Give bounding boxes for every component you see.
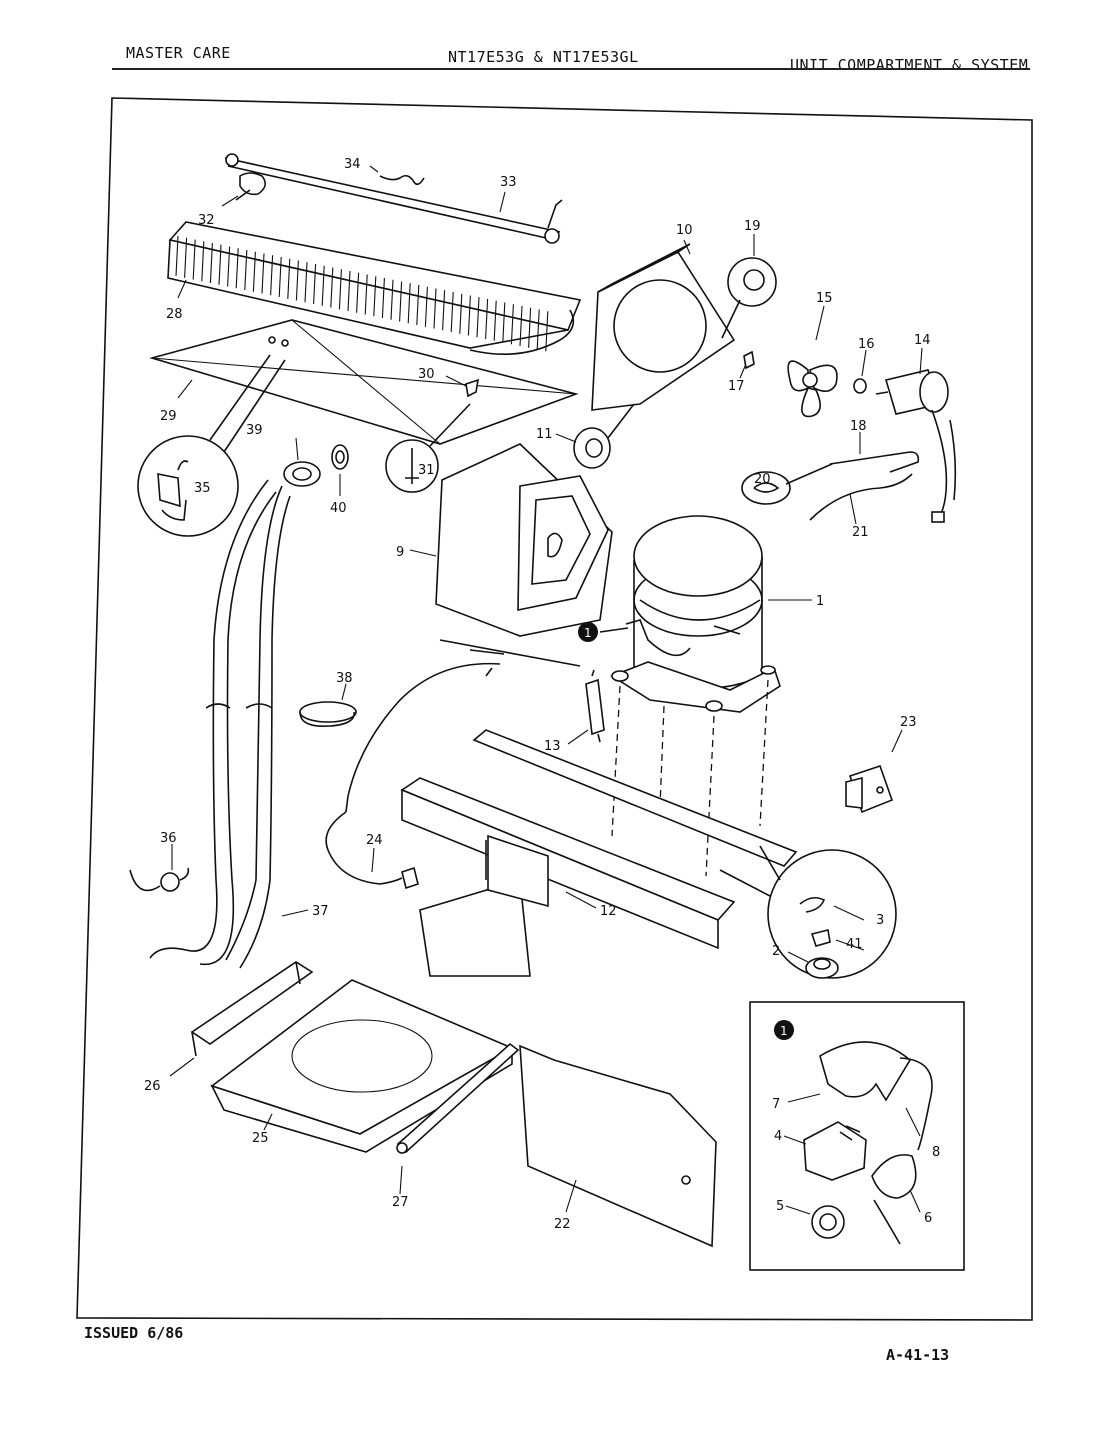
- header-brand: MASTER CARE: [126, 44, 231, 62]
- callout-22: 22: [554, 1217, 571, 1232]
- part-26-pan-bracket: [190, 961, 314, 1057]
- inset-35-terminal: [137, 354, 286, 537]
- header-rule: [112, 68, 1030, 70]
- callout-21: 21: [852, 525, 869, 540]
- part-1-compressor: [610, 515, 781, 713]
- callout-10: 10: [676, 223, 693, 238]
- part-14-fan-motor: [875, 369, 957, 523]
- part-40-grommet: [331, 444, 349, 470]
- callout-37: 37: [312, 904, 329, 919]
- callout-33: 33: [500, 175, 517, 190]
- callout-20: 20: [754, 472, 771, 487]
- callout-36: 36: [160, 831, 177, 846]
- part-37-hoses: [149, 479, 291, 969]
- part-21-cord: [809, 473, 913, 521]
- part-27-rail: [396, 1042, 520, 1154]
- header-model: NT17E53G & NT17E53GL: [448, 48, 639, 66]
- callout-25: 25: [252, 1131, 269, 1146]
- part-34-wire: [379, 174, 425, 186]
- inset-20-clip: [741, 463, 833, 505]
- part-10-shroud: [591, 243, 736, 411]
- svg-text:1: 1: [780, 1024, 788, 1038]
- part-13-drier: [585, 669, 605, 743]
- part-12-base-frame: [400, 729, 798, 977]
- callout-19: 19: [744, 219, 761, 234]
- part-32-clip: [235, 172, 266, 201]
- callout-38: 38: [336, 671, 353, 686]
- part-28-condenser: [167, 221, 582, 355]
- callout-23: 23: [900, 715, 917, 730]
- part-24-power-cord: [325, 811, 419, 890]
- callout-1: 1: [816, 594, 824, 609]
- callout-8: 8: [932, 1145, 940, 1160]
- callout-28: 28: [166, 307, 183, 322]
- part-23-relay: [845, 764, 894, 814]
- part-11-grommet: [573, 403, 635, 469]
- callout-9: 9: [396, 545, 404, 560]
- footer-page-code: A-41-13: [886, 1346, 950, 1364]
- callout-2: 2: [772, 944, 780, 959]
- part-15-fan-blade: [787, 360, 838, 418]
- callout-4: 4: [774, 1129, 782, 1144]
- callout-14: 14: [914, 333, 931, 348]
- part-22-back-panel: [519, 1044, 717, 1248]
- inset-compressor-mount: [719, 845, 897, 979]
- detail-box-electrical: 1: [749, 1001, 965, 1271]
- callout-labels: 1 2 3 4 5 6 7 8 9 10 11 12 13 14 15 16 1…: [144, 157, 940, 1232]
- callout-32: 32: [198, 213, 215, 228]
- callout-6: 6: [924, 1211, 932, 1226]
- callout-13: 13: [544, 739, 561, 754]
- callout-5: 5: [776, 1199, 784, 1214]
- callout-leaders: [169, 165, 923, 1215]
- callout-40: 40: [330, 501, 347, 516]
- callout-30: 30: [418, 367, 435, 382]
- part-38-strap: [299, 701, 357, 728]
- callout-34: 34: [344, 157, 361, 172]
- part-33-rod: [224, 153, 563, 244]
- part-29-panel: [149, 319, 579, 445]
- callout-31: 31: [418, 463, 435, 478]
- inset-31-fastener: [385, 403, 471, 493]
- callout-35: 35: [194, 481, 211, 496]
- callout-11: 11: [536, 427, 553, 442]
- part-36-clamp: [129, 867, 190, 892]
- callout-41: 41: [846, 937, 863, 952]
- part-16-washer: [853, 378, 867, 394]
- part-17-nut: [743, 350, 755, 370]
- callout-7: 7: [772, 1097, 780, 1112]
- callout-26: 26: [144, 1079, 161, 1094]
- footer-issued: ISSUED 6/86: [84, 1324, 184, 1342]
- part-19-motor-mount: [721, 257, 777, 339]
- callout-15: 15: [816, 291, 833, 306]
- callout-24: 24: [366, 833, 383, 848]
- callout-27: 27: [392, 1195, 409, 1210]
- marker-detail-1: 1: [578, 622, 629, 642]
- diagram-frame: [76, 97, 1033, 1321]
- callout-39: 39: [246, 423, 263, 438]
- part-18-harness: [829, 451, 920, 473]
- part-39-grommet: [283, 461, 321, 487]
- callout-18: 18: [850, 419, 867, 434]
- callout-16: 16: [858, 337, 875, 352]
- callout-29: 29: [160, 409, 177, 424]
- part-30-clip: [465, 378, 480, 398]
- callout-17: 17: [728, 379, 745, 394]
- compressor-lead-wire: [345, 662, 501, 813]
- callout-12: 12: [600, 904, 617, 919]
- svg-text:1: 1: [584, 626, 592, 640]
- part-9-drain-pan-assembly: [435, 443, 613, 667]
- callout-3: 3: [876, 913, 884, 928]
- mounting-guides: [611, 679, 769, 877]
